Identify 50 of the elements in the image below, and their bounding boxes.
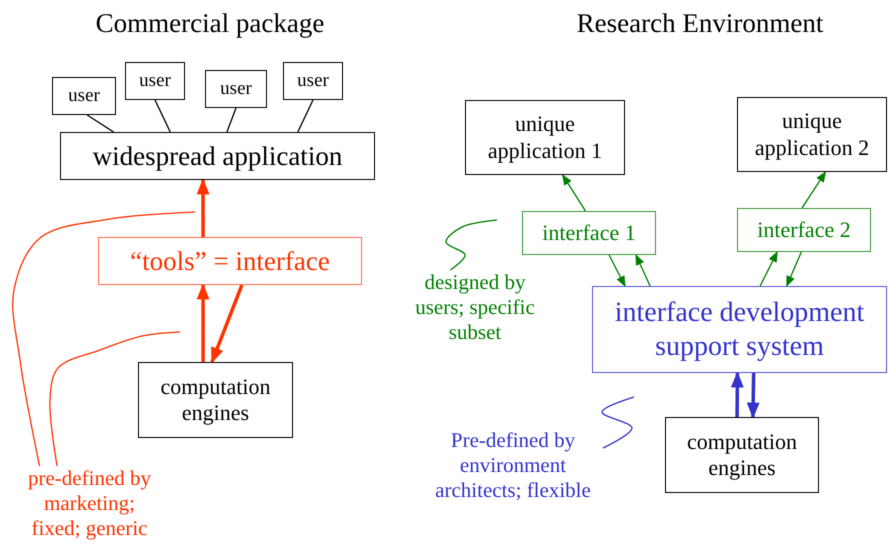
leader-line <box>601 396 634 449</box>
user-box <box>52 77 116 115</box>
node-text: designed by users; specific subset <box>414 270 536 346</box>
interface-box <box>522 211 656 255</box>
node-text: Pre-defined by environment architects; flexible <box>434 428 592 504</box>
engine-box <box>138 362 293 438</box>
arrow <box>196 178 210 237</box>
node-text: “tools” = interface <box>130 244 330 278</box>
system-box <box>592 286 887 373</box>
application-box <box>465 100 625 175</box>
arrow <box>730 371 744 418</box>
arrow <box>786 252 802 287</box>
node-text: interface 2 <box>757 216 851 244</box>
application-box <box>737 97 887 172</box>
node-text: unique application 2 <box>754 108 870 161</box>
arrow <box>760 251 778 286</box>
arrow <box>562 174 586 212</box>
connector-line <box>297 100 314 132</box>
leader-line <box>49 331 180 466</box>
node-text: interface development support system <box>614 296 866 364</box>
interface-box <box>737 208 871 252</box>
node-text: interface 1 <box>542 220 636 246</box>
arrow <box>635 254 651 286</box>
node-text: computation engines <box>686 428 798 482</box>
node-text: user <box>139 70 171 92</box>
user-box <box>125 62 185 100</box>
interface-box <box>98 237 362 285</box>
connector-line <box>226 108 237 132</box>
arrow <box>196 283 210 362</box>
engine-box <box>665 417 819 493</box>
arrow <box>801 171 826 208</box>
heading: Research Environment <box>576 8 824 39</box>
node-text: widespread application <box>92 140 342 172</box>
user-box <box>283 62 343 100</box>
heading: Commercial package <box>96 8 324 39</box>
arrow <box>210 284 244 364</box>
node-text: user <box>68 84 100 108</box>
connector-line <box>154 100 171 132</box>
connector-line <box>86 114 114 133</box>
node-text: user <box>220 78 252 100</box>
leader-line <box>12 211 196 466</box>
leader-line <box>445 219 498 271</box>
node-text: computation engines <box>160 374 272 426</box>
user-box <box>205 70 267 108</box>
application-box <box>60 132 375 180</box>
node-text: user <box>297 70 329 92</box>
arrow <box>746 372 760 419</box>
node-text: pre-defined by marketing; fixed; generic <box>26 466 152 542</box>
arrow <box>608 254 626 287</box>
node-text: unique application 1 <box>486 111 604 164</box>
